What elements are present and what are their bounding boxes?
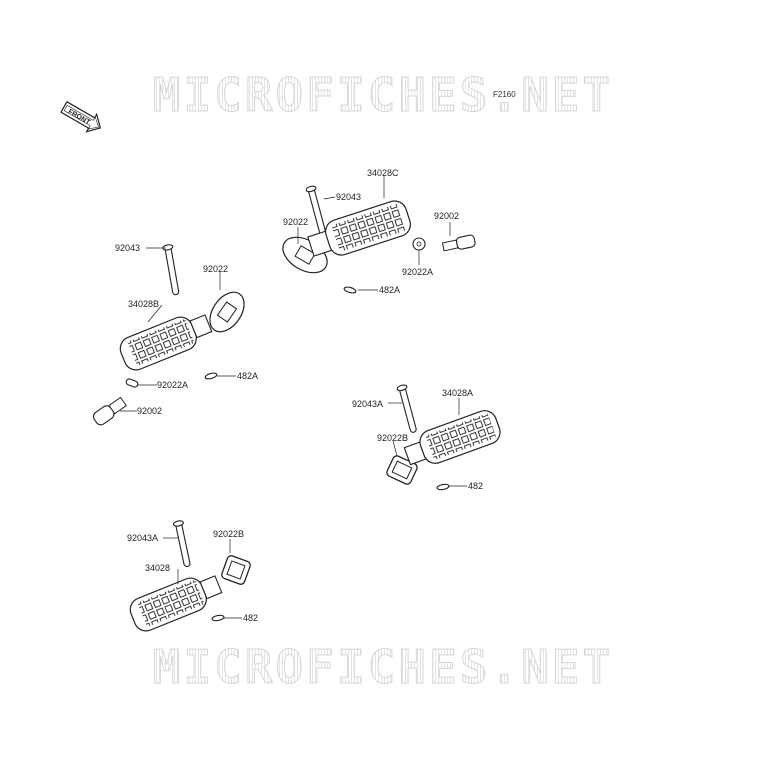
- label-92022A: 92022A: [402, 267, 433, 277]
- cotter-pin-482: [211, 614, 225, 622]
- watermark-top: MICROFICHES.NET: [0, 68, 766, 123]
- footpeg-34028A: [403, 410, 501, 466]
- label-92002: 92002: [434, 211, 459, 221]
- cotter-pin-482: [436, 483, 450, 491]
- label-34028C: 34028C: [367, 168, 399, 178]
- washer-92022A: [125, 378, 139, 388]
- label-482A: 482A: [379, 285, 400, 295]
- label-92022B: 92022B: [377, 433, 408, 443]
- label-92043: 92043: [115, 243, 140, 253]
- label-92043: 92043: [336, 192, 361, 202]
- watermark-bottom: MICROFICHES.NET: [0, 640, 766, 695]
- footpeg-assembly-34028: 92043A 92022B 34028 482: [127, 520, 258, 632]
- label-34028: 34028: [145, 563, 170, 573]
- label-92043A: 92043A: [127, 533, 158, 543]
- bolt-92002: [441, 234, 476, 252]
- label-482A: 482A: [237, 371, 258, 381]
- label-482: 482: [243, 613, 258, 623]
- label-92002: 92002: [137, 406, 162, 416]
- label-92022A: 92022A: [157, 380, 188, 390]
- label-92022B: 92022B: [213, 529, 244, 539]
- footpeg-assembly-34028B: 92043 92022 34028B 482A 92022A 92002: [92, 243, 258, 426]
- footpeg-34028C: [307, 200, 411, 257]
- washer-92022: [209, 291, 245, 333]
- pin-92043A: [172, 520, 191, 568]
- footpeg-34028: [129, 575, 223, 632]
- pin-92043: [162, 244, 180, 296]
- cotter-pin-482A: [343, 286, 357, 294]
- label-482: 482: [468, 481, 483, 491]
- cotter-pin-482A: [204, 372, 218, 380]
- label-92022: 92022: [203, 264, 228, 274]
- bolt-92002: [92, 396, 127, 426]
- footpeg-assembly-34028C: 34028C 92043 92022 92002 92022A 482A: [282, 168, 476, 295]
- pin-92043A: [396, 384, 417, 433]
- label-34028A: 34028A: [442, 388, 473, 398]
- washer-92022A: [412, 237, 426, 251]
- footpeg-34028B: [119, 314, 213, 371]
- footpeg-assembly-34028A: 92043A 34028A 92022B 482: [352, 384, 501, 491]
- label-92043A: 92043A: [352, 399, 383, 409]
- figure-code: F2160: [493, 90, 516, 99]
- label-92022: 92022: [283, 217, 308, 227]
- front-arrow-icon: FRONT: [60, 100, 102, 133]
- washer-92022B: [221, 555, 251, 585]
- label-34028B: 34028B: [128, 299, 159, 309]
